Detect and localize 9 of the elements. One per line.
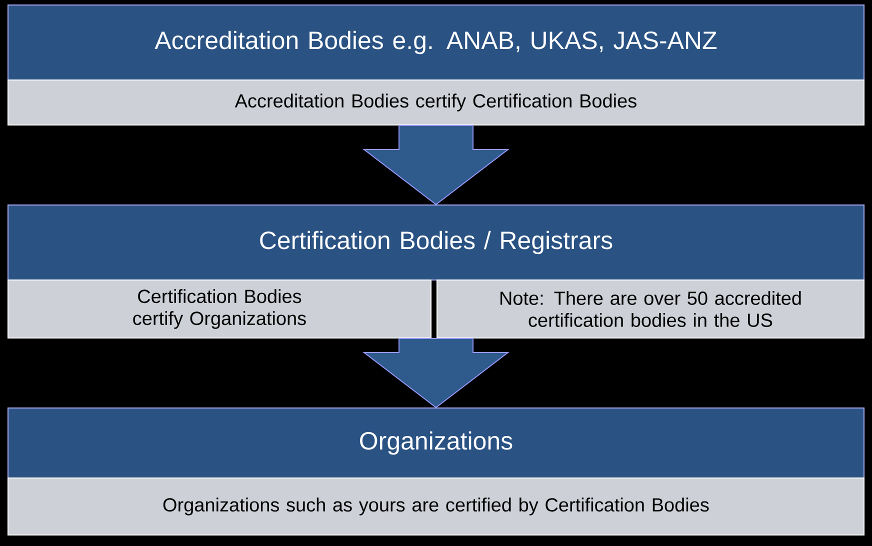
header-band: Accreditation Bodies e.g. ANAB, UKAS, JAS-ANZ xyxy=(8,4,864,80)
text-box: Note: There are over 50 accredited certification bodies in the US xyxy=(436,280,865,338)
text-box: Certification Bodies certify Organizations xyxy=(8,280,432,338)
text-box: Organizations such as yours are certified by Certification Bodies xyxy=(8,478,864,536)
text-box: Accreditation Bodies certify Certification Bodies xyxy=(8,80,864,126)
block-arrow xyxy=(362,125,510,206)
block-arrow xyxy=(362,338,510,408)
header-band: Certification Bodies / Registrars xyxy=(8,204,864,280)
header-band: Organizations xyxy=(8,408,864,478)
